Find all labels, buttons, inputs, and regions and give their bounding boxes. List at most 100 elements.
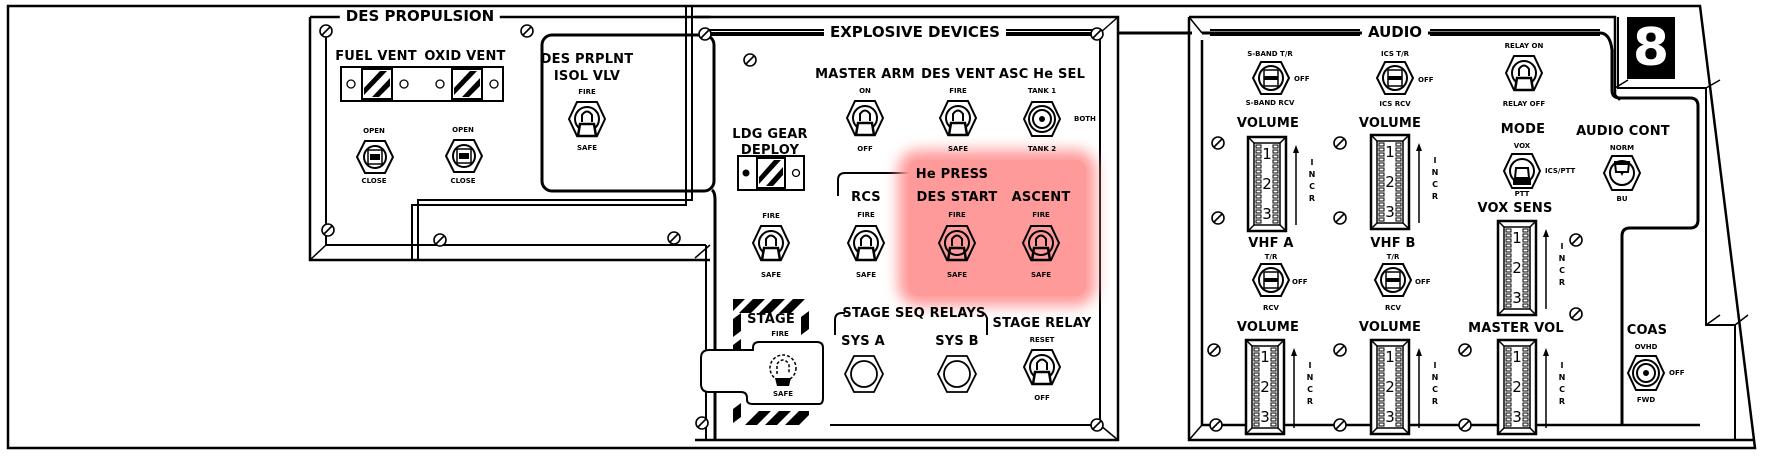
audio-cont-label: AUDIO CONT bbox=[1576, 124, 1670, 139]
thumbwheel-mark: 1 bbox=[1260, 348, 1270, 366]
mode-switch[interactable] bbox=[1502, 152, 1542, 190]
asc-he-sel-both-label: BOTH bbox=[1074, 115, 1096, 123]
ldg-gear-toggle[interactable] bbox=[751, 224, 791, 266]
he-press-label: He PRESS bbox=[911, 168, 993, 181]
des-start-toggle[interactable] bbox=[937, 224, 977, 266]
vhf-b-label: VHF B bbox=[1370, 236, 1416, 251]
audio-cont-norm-label: NORM bbox=[1609, 144, 1635, 152]
master-arm-toggle[interactable] bbox=[845, 99, 885, 141]
des-propulsion-title: DES PROPULSION bbox=[339, 9, 501, 24]
coas-fwd-label: FWD bbox=[1636, 396, 1656, 404]
incr-letter: C bbox=[1559, 266, 1565, 275]
stage-seq-relays-label: STAGE SEQ RELAYS bbox=[842, 306, 986, 321]
rcs-toggle[interactable] bbox=[846, 224, 886, 266]
audio-cont-bu-label: BU bbox=[1616, 195, 1628, 203]
ldg-gear-label-2: DEPLOY bbox=[740, 143, 800, 158]
isol-vlv-label-1: DES PRPLNT bbox=[540, 52, 634, 67]
des-vent-safe-label: SAFE bbox=[947, 145, 969, 153]
thumbwheel-mark: 3 bbox=[1260, 408, 1270, 426]
thumbwheel-mark: 3 bbox=[1512, 408, 1522, 426]
thumbwheel-mark: 2 bbox=[1260, 378, 1270, 396]
vhf-a-label: VHF A bbox=[1248, 236, 1294, 251]
ics-tr-label: ICS T/R bbox=[1380, 50, 1410, 58]
des-start-label: DES START bbox=[916, 190, 998, 205]
mode-vox-label: VOX bbox=[1513, 142, 1531, 150]
vhf-b-volume-label: VOLUME bbox=[1358, 320, 1422, 335]
sband-off-label: OFF bbox=[1294, 75, 1310, 83]
vhf-b-tr-label: T/R bbox=[1386, 253, 1400, 261]
sys-a-indicator[interactable] bbox=[843, 354, 885, 394]
thumbwheel-mark: 1 bbox=[1262, 145, 1272, 163]
isol-vlv-toggle[interactable] bbox=[567, 100, 607, 142]
explosive-devices-title: EXPLOSIVE DEVICES bbox=[824, 25, 1006, 40]
des-vent-toggle[interactable] bbox=[938, 99, 978, 141]
sband-volume-label: VOLUME bbox=[1236, 116, 1300, 131]
oxid-vent-switch[interactable] bbox=[445, 139, 483, 173]
relay-toggle[interactable] bbox=[1504, 54, 1544, 96]
incr-letter: I bbox=[1561, 242, 1564, 251]
incr-letter: N bbox=[1559, 373, 1566, 382]
stage-switch-cover[interactable] bbox=[697, 338, 827, 408]
master-arm-off-label: OFF bbox=[857, 145, 873, 153]
sband-rcv-label: S-BAND RCV bbox=[1245, 99, 1295, 107]
coas-off-label: OFF bbox=[1669, 369, 1685, 377]
incr-letter: I bbox=[1434, 156, 1437, 165]
incr-letter: N bbox=[1432, 168, 1439, 177]
incr-letter: C bbox=[1432, 385, 1438, 394]
ics-switch[interactable] bbox=[1375, 60, 1415, 96]
vhf-a-off-label: OFF bbox=[1292, 278, 1308, 286]
isol-vlv-fire-label: FIRE bbox=[578, 88, 596, 96]
vhf-b-switch[interactable] bbox=[1373, 262, 1413, 298]
des-vent-label: DES VENT bbox=[921, 67, 995, 82]
stage-relay-off-label: OFF bbox=[1034, 394, 1050, 402]
asc-he-sel-label: ASC He SEL bbox=[998, 67, 1086, 82]
fuel-vent-switch[interactable] bbox=[356, 140, 394, 174]
incr-letter: I bbox=[1561, 361, 1564, 370]
sys-b-label: SYS B bbox=[935, 334, 979, 349]
relay-on-label: RELAY ON bbox=[1504, 42, 1544, 50]
master-arm-on-label: ON bbox=[859, 87, 871, 95]
vent-plate bbox=[340, 66, 504, 102]
coas-rotary[interactable] bbox=[1626, 354, 1666, 392]
incr-letter: N bbox=[1432, 373, 1439, 382]
ldg-gear-guard-icon[interactable] bbox=[737, 155, 805, 191]
vhf-a-switch[interactable] bbox=[1251, 262, 1291, 298]
audio-cont-switch[interactable] bbox=[1602, 154, 1642, 192]
oxid-vent-guard-icon bbox=[451, 68, 483, 100]
incr-letter: R bbox=[1309, 194, 1315, 203]
asc-he-sel-rotary[interactable] bbox=[1022, 100, 1062, 138]
thumbwheel-mark: 1 bbox=[1385, 348, 1395, 366]
ascent-toggle[interactable] bbox=[1021, 224, 1061, 266]
incr-letter: R bbox=[1432, 192, 1438, 201]
ics-rcv-label: ICS RCV bbox=[1379, 100, 1411, 108]
master-arm-label: MASTER ARM bbox=[815, 67, 915, 82]
thumbwheel-mark: 1 bbox=[1385, 143, 1395, 161]
ldg-gear-fire-label: FIRE bbox=[762, 212, 780, 220]
asc-he-sel-tank2-label: TANK 2 bbox=[1027, 145, 1057, 153]
vox-sens-label: VOX SENS bbox=[1477, 201, 1553, 216]
stage-relay-toggle[interactable] bbox=[1022, 348, 1062, 390]
thumbwheel-mark: 3 bbox=[1385, 203, 1395, 221]
sys-b-indicator[interactable] bbox=[936, 354, 978, 394]
incr-letter: C bbox=[1432, 180, 1438, 189]
ascent-safe-label: SAFE bbox=[1030, 271, 1052, 279]
panel-number-badge: 8 bbox=[1627, 17, 1675, 79]
fuel-vent-label: FUEL VENT bbox=[335, 49, 417, 64]
incr-letter: R bbox=[1432, 397, 1438, 406]
stage-relay-reset-label: RESET bbox=[1029, 336, 1055, 344]
vhf-b-rcv-label: RCV bbox=[1385, 304, 1401, 312]
thumbwheel-mark: 3 bbox=[1385, 408, 1395, 426]
rcs-label: RCS bbox=[851, 190, 881, 205]
sband-switch[interactable] bbox=[1251, 60, 1291, 96]
